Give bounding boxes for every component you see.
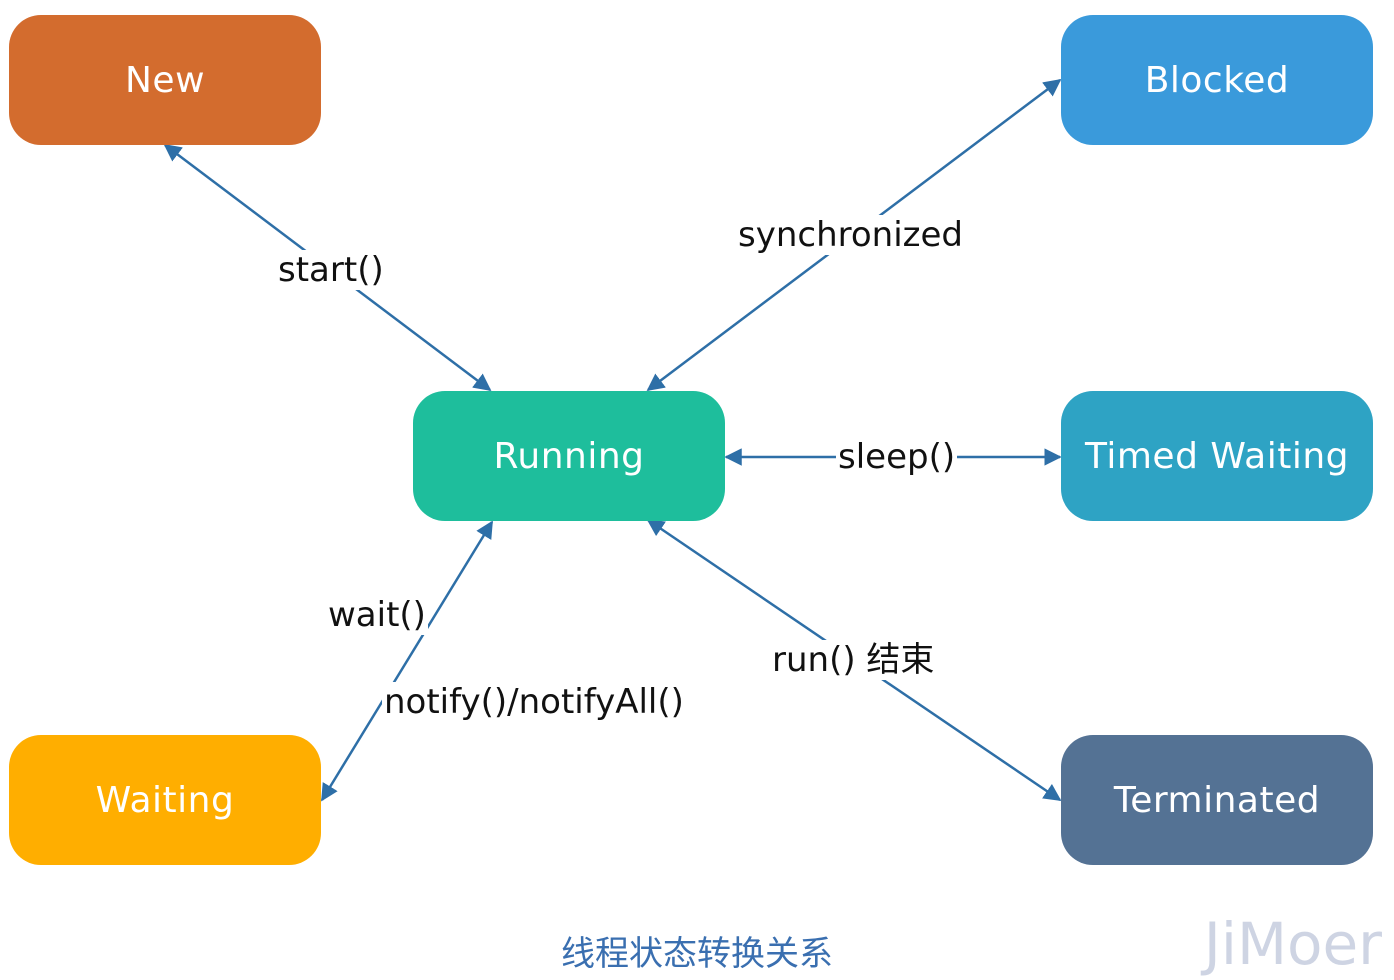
node-timed-waiting-label: Timed Waiting <box>1084 435 1350 477</box>
node-new-label: New <box>124 59 206 101</box>
edge-label-sleep: sleep() <box>836 437 958 477</box>
node-waiting: Waiting <box>9 735 321 865</box>
watermark-logo: JiMoer <box>1203 910 1382 978</box>
node-blocked: Blocked <box>1061 15 1373 145</box>
edge-label-notify: notify()/notifyAll() <box>382 682 686 722</box>
node-waiting-label: Waiting <box>95 779 235 821</box>
edge-label-run-end: run() 结束 <box>770 640 937 680</box>
diagram-caption: 线程状态转换关系 <box>561 934 833 974</box>
node-new: New <box>9 15 321 145</box>
node-running: Running <box>413 391 725 521</box>
edge-wait-notify-arrow <box>320 520 494 802</box>
node-timed-waiting: Timed Waiting <box>1061 391 1373 521</box>
edge-label-synchronized: synchronized <box>736 215 966 255</box>
node-blocked-label: Blocked <box>1144 59 1290 101</box>
node-running-label: Running <box>493 435 645 477</box>
edge-label-wait: wait() <box>326 595 428 635</box>
edge-label-start: start() <box>276 250 386 290</box>
node-terminated-label: Terminated <box>1113 779 1321 821</box>
node-terminated: Terminated <box>1061 735 1373 865</box>
